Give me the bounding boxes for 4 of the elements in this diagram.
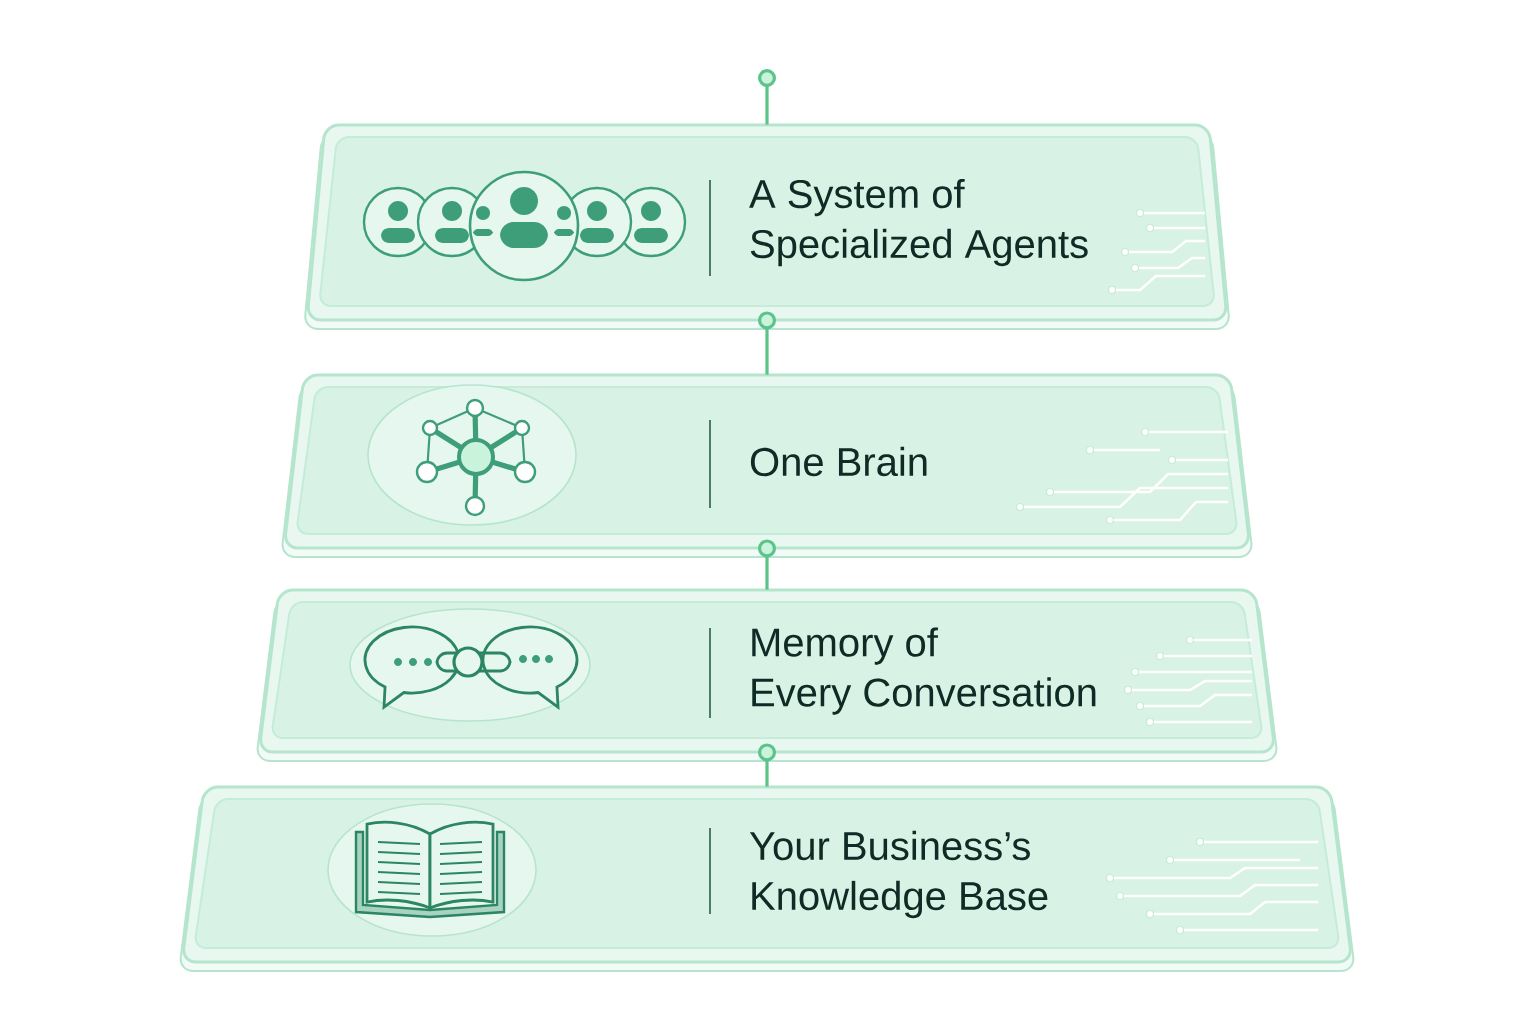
connector — [758, 539, 776, 590]
connector — [758, 69, 776, 125]
connector — [758, 311, 776, 375]
connector — [758, 743, 776, 787]
